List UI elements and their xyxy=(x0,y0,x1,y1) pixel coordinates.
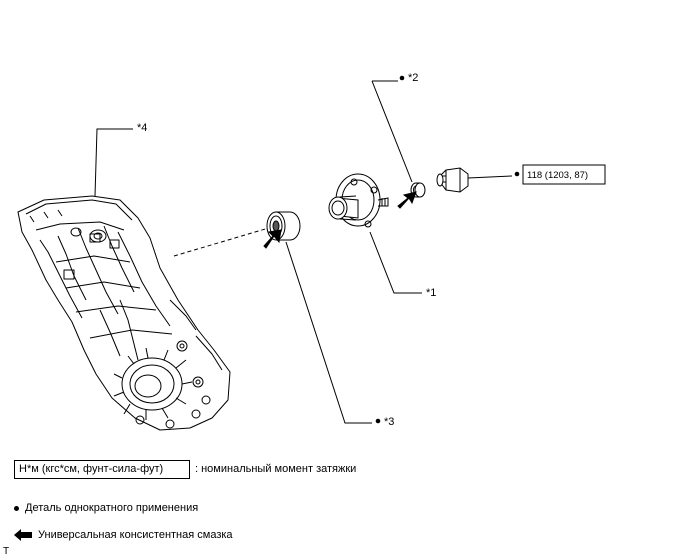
assembly-alignment-line xyxy=(173,226,273,257)
leader-line-torque xyxy=(467,175,513,179)
transfer-case-housing xyxy=(17,195,231,431)
legend-single-use: Деталь однократного применения xyxy=(25,502,199,514)
corner-mark: T xyxy=(3,546,10,557)
plug-part xyxy=(436,167,469,193)
callout-part3: *3 xyxy=(384,416,394,428)
grease-arrow-icon-o-ring xyxy=(397,191,417,209)
companion-flange-part xyxy=(328,173,389,228)
leader-line-part2 xyxy=(371,80,413,183)
torque-spec-value: 118 (1203, 87) xyxy=(527,170,588,181)
legend-torque-units: Н*м (кгс*см, фунт-сила-фут) xyxy=(19,463,164,475)
callout-part2: *2 xyxy=(408,72,418,84)
torque-spec-box xyxy=(522,164,606,185)
legend-torque-desc: : номинальный момент затяжки xyxy=(195,463,357,475)
legend-grease: Универсальная консистентная смазка xyxy=(38,529,233,541)
legend-grease-row: Универсальная консистентная смазка xyxy=(14,529,233,541)
legend-single-use-row: Деталь однократного применения xyxy=(14,502,198,514)
leader-line-part3 xyxy=(285,241,372,424)
callout-part4: *4 xyxy=(137,122,147,134)
callout-part1: *1 xyxy=(426,287,436,299)
leader-line-part4 xyxy=(94,128,133,197)
legend-torque-units-box: Н*м (кгс*см, фунт-сила-фут) xyxy=(14,460,190,479)
grease-arrow-icon-oil-seal xyxy=(263,229,282,249)
filled-dot-icon xyxy=(14,505,19,511)
single-use-dot-icon-part3 xyxy=(375,418,381,424)
single-use-dot-icon-torque xyxy=(514,171,520,177)
single-use-dot-icon-part2 xyxy=(399,75,405,81)
black-arrow-icon xyxy=(14,529,32,541)
leader-line-part1 xyxy=(369,231,422,294)
oil-seal-part xyxy=(266,211,301,241)
